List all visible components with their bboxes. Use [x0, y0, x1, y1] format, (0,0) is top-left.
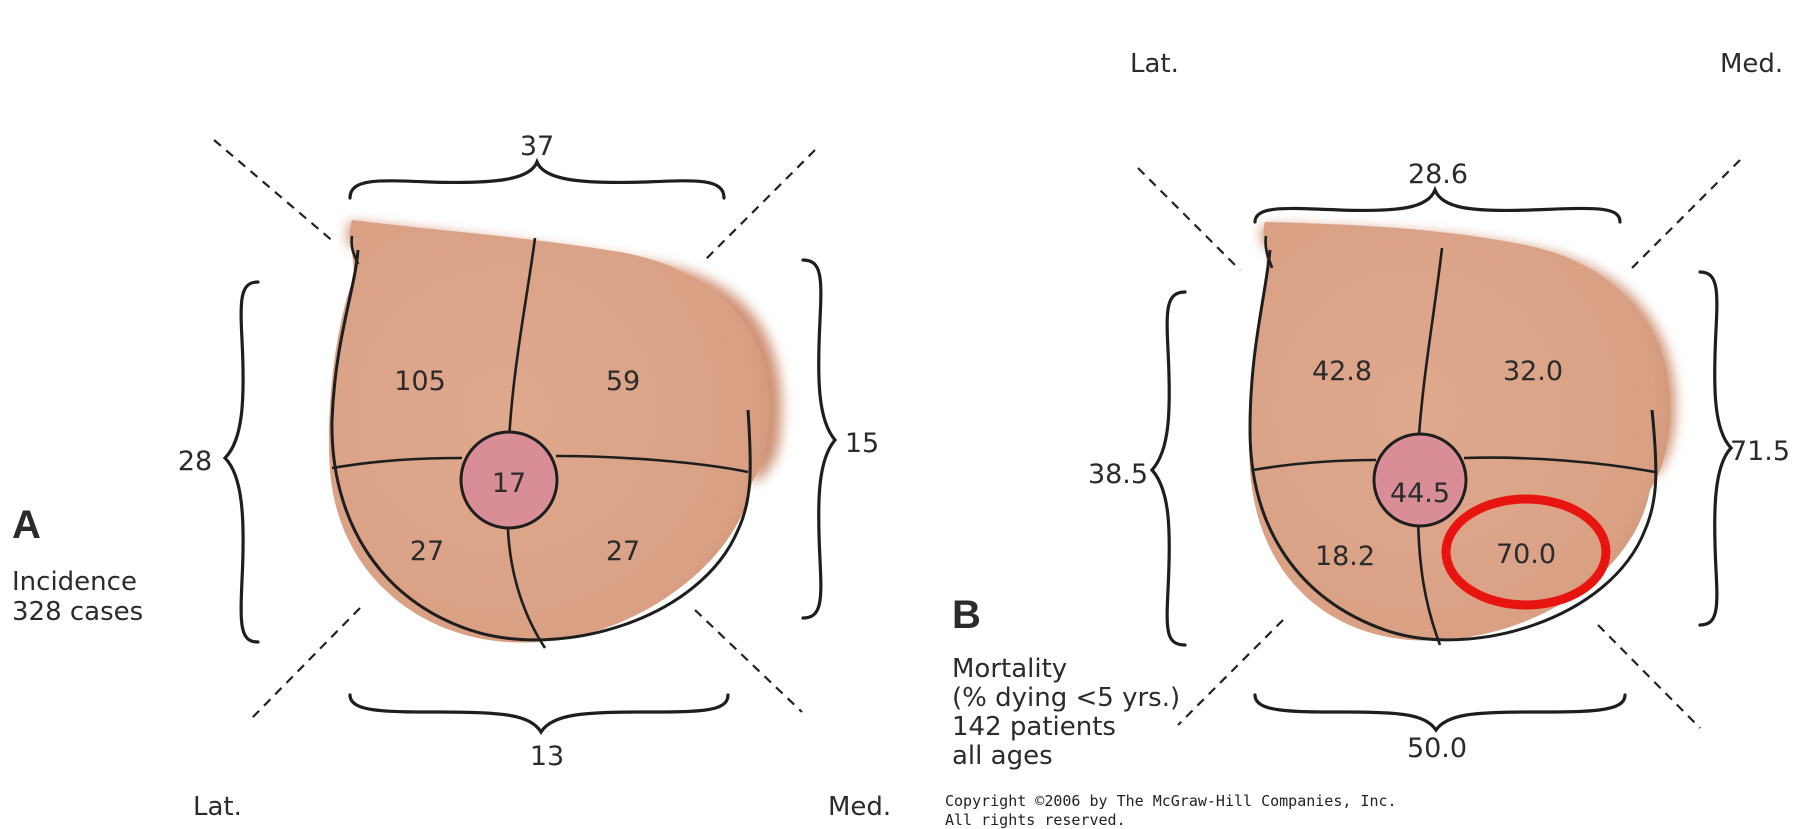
panel-a-lateral-label: Lat. — [193, 792, 242, 822]
panel-b-bottom-value: 50.0 — [1407, 733, 1467, 764]
panel-b-diagonal-lower-left — [1178, 620, 1283, 725]
panel-a-letter: A — [12, 503, 41, 547]
panel-a: 105 59 17 27 27 37 13 28 15 A Incidence … — [12, 131, 891, 822]
panel-a-diagonal-lower-right — [695, 610, 802, 712]
panel-b-brace-left — [1152, 292, 1185, 645]
copyright-line-2: All rights reserved. — [945, 811, 1126, 829]
panel-b-lateral-label: Lat. — [1130, 49, 1179, 79]
panel-b-lower-outer-value: 18.2 — [1315, 541, 1375, 572]
panel-a-diagonal-lower-left — [250, 608, 360, 720]
panel-b-upper-inner-value: 32.0 — [1503, 356, 1563, 387]
panel-a-caption-line-2: 328 cases — [12, 597, 143, 627]
copyright-line-1: Copyright ©2006 by The McGraw-Hill Compa… — [945, 792, 1397, 810]
panel-b-brace-right — [1700, 272, 1731, 625]
panel-b-caption-line-4: all ages — [952, 741, 1053, 771]
panel-a-brace-top — [350, 162, 724, 198]
panel-b: 42.8 32.0 44.5 18.2 70.0 28.6 50.0 38.5 … — [945, 49, 1790, 829]
panel-a-upper-outer-value: 105 — [394, 366, 446, 397]
panel-a-diagonal-upper-left — [214, 140, 335, 243]
panel-b-diagonal-upper-right — [1632, 160, 1740, 268]
panel-b-top-value: 28.6 — [1408, 159, 1468, 190]
panel-b-central-value: 44.5 — [1390, 478, 1450, 509]
panel-b-upper-outer-value: 42.8 — [1312, 356, 1372, 387]
panel-a-top-value: 37 — [520, 131, 554, 162]
panel-b-caption-line-1: Mortality — [952, 654, 1067, 684]
panel-a-caption-line-1: Incidence — [12, 567, 137, 597]
panel-a-upper-inner-value: 59 — [606, 366, 640, 397]
panel-a-brace-right — [803, 260, 835, 618]
panel-a-right-value: 15 — [845, 428, 879, 459]
panel-a-central-value: 17 — [492, 468, 526, 499]
panel-b-brace-top — [1255, 190, 1620, 222]
panel-a-bottom-value: 13 — [530, 741, 564, 772]
panel-b-letter: B — [952, 593, 981, 637]
panel-a-medial-label: Med. — [828, 792, 891, 822]
panel-b-left-value: 38.5 — [1088, 459, 1148, 490]
panel-a-lower-inner-value: 27 — [606, 536, 640, 567]
panel-b-right-value: 71.5 — [1730, 436, 1790, 467]
panel-a-diagonal-upper-right — [703, 150, 815, 262]
panel-b-medial-label: Med. — [1720, 49, 1783, 79]
panel-b-caption-line-2: (% dying <5 yrs.) — [952, 683, 1180, 713]
panel-a-brace-left — [225, 282, 258, 642]
panel-b-lower-inner-value: 70.0 — [1496, 539, 1556, 570]
panel-b-diagonal-lower-right — [1598, 625, 1700, 728]
panel-a-lower-outer-value: 27 — [410, 536, 444, 567]
panel-a-brace-bottom — [350, 695, 728, 732]
panel-b-diagonal-upper-left — [1138, 168, 1240, 270]
panel-b-caption-line-3: 142 patients — [952, 712, 1116, 742]
panel-a-left-value: 28 — [178, 446, 212, 477]
panel-b-brace-bottom — [1255, 695, 1625, 730]
